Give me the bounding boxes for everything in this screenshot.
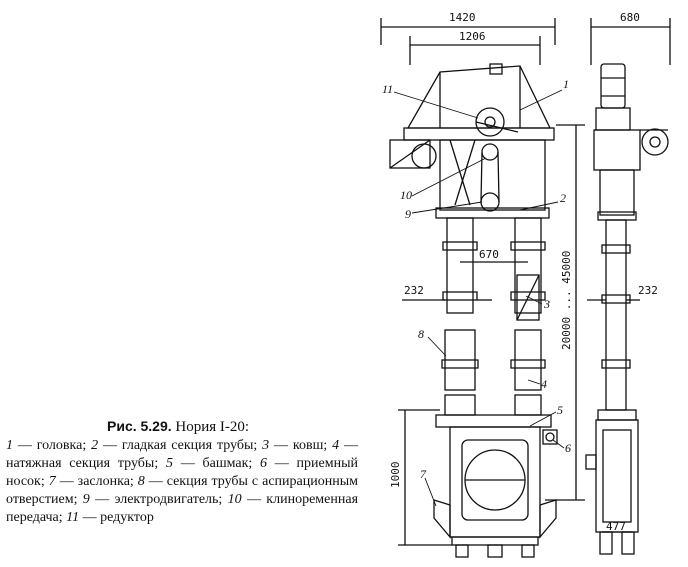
legend-item: 9 — электродвигатель; <box>83 492 228 507</box>
belt-pulley-upper <box>481 143 499 161</box>
side-pulley <box>641 128 669 156</box>
pipe-right-upper <box>514 217 542 314</box>
legend-item: 5 — башмак; <box>166 456 260 471</box>
callout-5: 5 <box>557 403 563 417</box>
dim-pipe-spacing: 670 <box>479 248 499 261</box>
legend-text: — гладкая секция трубы; <box>98 438 263 453</box>
callout-9: 9 <box>405 207 411 221</box>
legend-item: 4 — натяжная секция трубы; <box>6 438 358 471</box>
callout-4: 4 <box>541 377 547 391</box>
legend-text: — головка; <box>13 438 92 453</box>
legend-text: — ковш; <box>269 438 333 453</box>
legend-item: 10 — клиноременная передача; <box>6 492 358 525</box>
legend-item: 1 — головка; <box>6 438 91 453</box>
electric-motor-symbol <box>411 143 437 169</box>
legend-text: — башмак; <box>172 456 261 471</box>
figure-legend: 1 — головка; 2 — гладкая секция трубы; 3… <box>6 437 358 527</box>
dim-height-range: 20000 ... 45000 <box>560 251 573 350</box>
dim-side-width: 680 <box>620 11 640 24</box>
figure-number: Рис. 5.29. <box>107 418 172 434</box>
side-pipe <box>605 219 627 411</box>
dim-pipe-dia-side: 232 <box>638 284 658 297</box>
dim-boot-height: 1000 <box>389 462 402 489</box>
legend-text: — клиноременная передача; <box>6 492 359 525</box>
callout-8: 8 <box>418 327 424 341</box>
dim-boot-width-side: 477 <box>606 520 626 533</box>
legend-number: 4 <box>332 438 340 453</box>
legend-number: 7 <box>48 474 56 489</box>
legend-item: 3 — ковш; <box>262 438 332 453</box>
motor-bracket <box>389 139 431 169</box>
inlet-spout <box>542 429 558 445</box>
legend-text: — редуктор <box>79 510 154 525</box>
legend-item: 2 — гладкая секция трубы; <box>91 438 262 453</box>
legend-text: — электродвигатель; <box>89 492 228 507</box>
callout-10: 10 <box>400 188 412 202</box>
legend-item: 7 — заслонка; <box>49 474 138 489</box>
legend-item: 6 — приемный носок; <box>6 456 358 489</box>
figure-caption: Рис. 5.29. Нория I-20: <box>107 418 249 436</box>
reducer-symbol <box>475 107 505 137</box>
legend-number: 9 <box>82 492 90 507</box>
side-reducer <box>595 107 631 131</box>
callout-3: 3 <box>543 297 550 311</box>
callout-1: 1 <box>563 77 569 91</box>
dim-pipe-dia-front: 232 <box>404 284 424 297</box>
boot-pulley-casing <box>461 439 529 521</box>
callout-7: 7 <box>420 467 427 481</box>
boot-top-flange <box>435 414 552 428</box>
legend-number: 10 <box>227 492 242 507</box>
legend-item: 11 — редуктор <box>66 510 154 525</box>
bucket-symbol <box>516 274 540 321</box>
legend-number: 2 <box>91 438 99 453</box>
head-lower-box <box>439 139 546 211</box>
legend-item: 8 — секция трубы с аспирационным отверст… <box>6 474 358 507</box>
legend-text: — заслонка; <box>55 474 138 489</box>
legend-text: — натяжная секция трубы; <box>6 438 359 471</box>
legend-text: — секция трубы с аспирационным отверстие… <box>6 474 358 507</box>
legend-number: 6 <box>260 456 268 471</box>
legend-number: 11 <box>66 510 80 525</box>
gate-plate <box>433 499 451 539</box>
legend-text: — приемный носок; <box>6 456 358 489</box>
callout-2: 2 <box>560 191 566 205</box>
legend-number: 8 <box>137 474 145 489</box>
dim-inner-width: 1206 <box>459 30 486 43</box>
pipe-left-upper <box>446 217 474 314</box>
head-housing <box>406 65 552 129</box>
side-head <box>593 129 641 171</box>
side-boot <box>595 419 639 533</box>
dim-overall-width: 1420 <box>449 11 476 24</box>
side-motor <box>600 63 626 109</box>
callout-11: 11 <box>382 82 393 96</box>
legend-number: 5 <box>165 456 173 471</box>
figure-title: Нория I-20: <box>175 419 250 435</box>
legend-number: 1 <box>6 438 13 453</box>
callout-6: 6 <box>565 441 571 455</box>
legend-number: 3 <box>262 438 270 453</box>
